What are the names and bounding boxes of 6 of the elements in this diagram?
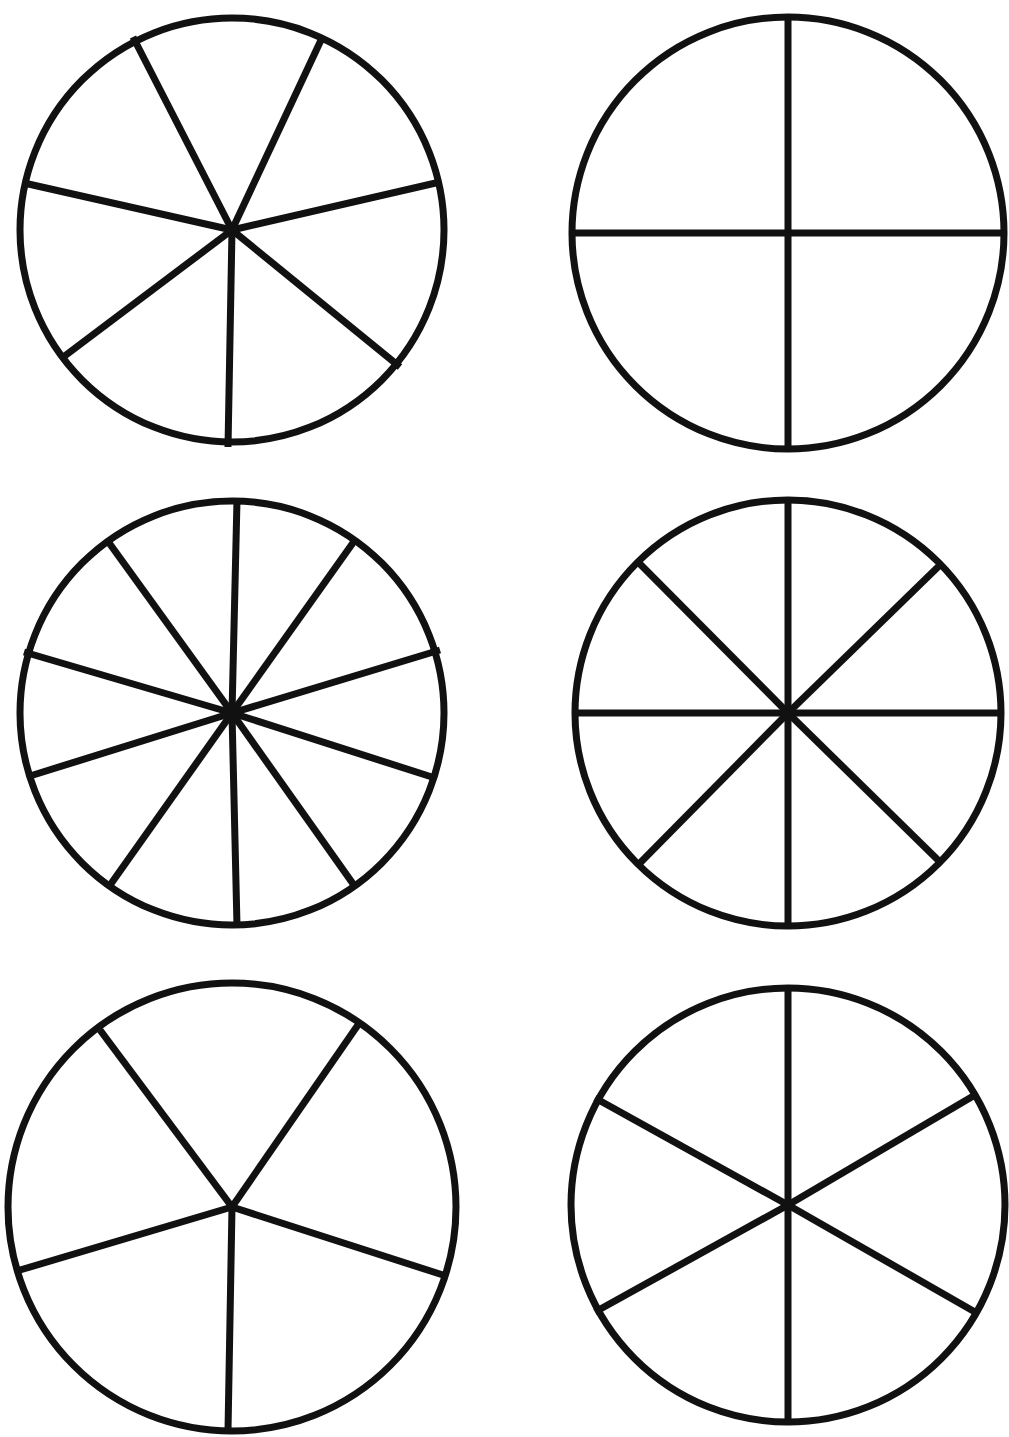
divided-circle-drawing — [16, 497, 448, 929]
divided-circle-drawing — [4, 979, 460, 1435]
divided-circle-drawing — [16, 14, 448, 448]
divided-circle-drawing — [568, 13, 1008, 453]
divided-circle-drawing — [571, 496, 1005, 930]
divided-circle-drawing — [567, 984, 1009, 1426]
